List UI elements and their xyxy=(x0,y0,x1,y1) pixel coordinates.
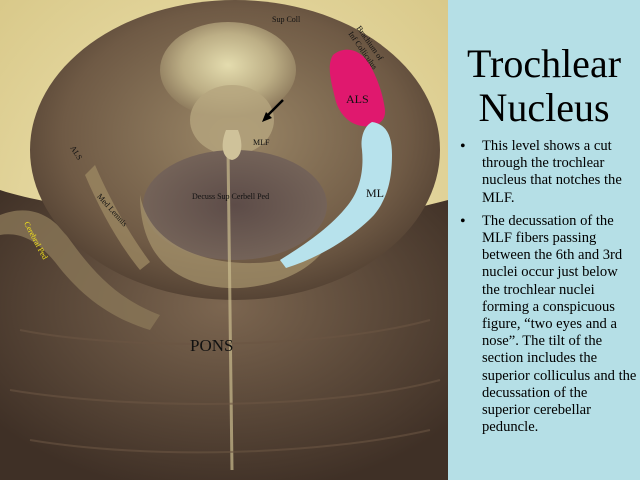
pons-fiber-3 xyxy=(29,429,431,454)
brainstem-section-drawing xyxy=(0,0,448,480)
label-decuss-sup-cerbell-ped: Decuss Sup Cerbell Ped xyxy=(192,192,270,201)
label-ml: ML xyxy=(366,186,384,200)
als-highlight xyxy=(329,49,386,127)
label-als-highlight: ALS xyxy=(346,92,369,106)
medial-lemniscus-band xyxy=(85,165,150,270)
ml-highlight xyxy=(280,122,392,268)
cerebral-peduncle-band xyxy=(0,210,160,330)
bullet-item-1: This level shows a cut through the troch… xyxy=(460,138,638,207)
periaqueductal-region xyxy=(190,85,274,155)
mlf-notch xyxy=(222,130,242,160)
pons-fiber-2 xyxy=(9,379,441,405)
midline-raphe xyxy=(226,149,234,471)
slide-title-line1: Trochlear xyxy=(466,41,622,86)
label-sup-coll: Sup Coll xyxy=(272,15,301,24)
decussation-region xyxy=(143,150,327,260)
label-pons: PONS xyxy=(190,336,234,355)
superior-colliculus-region xyxy=(160,22,296,118)
bullet-item-2: The decussation of the MLF fibers passin… xyxy=(460,213,638,437)
slide-title-line2: Nucleus xyxy=(478,85,610,130)
label-mlf: MLF xyxy=(253,138,270,147)
text-panel: Trochlear Nucleus This level shows a cut… xyxy=(448,0,640,480)
bullet-list: This level shows a cut through the troch… xyxy=(460,138,638,442)
brainstem-section-image: Sup Coll Brachium of Inf Colliculus ALS … xyxy=(0,0,448,480)
pons-fiber-1 xyxy=(19,319,431,345)
arrow-head-icon xyxy=(262,112,272,122)
